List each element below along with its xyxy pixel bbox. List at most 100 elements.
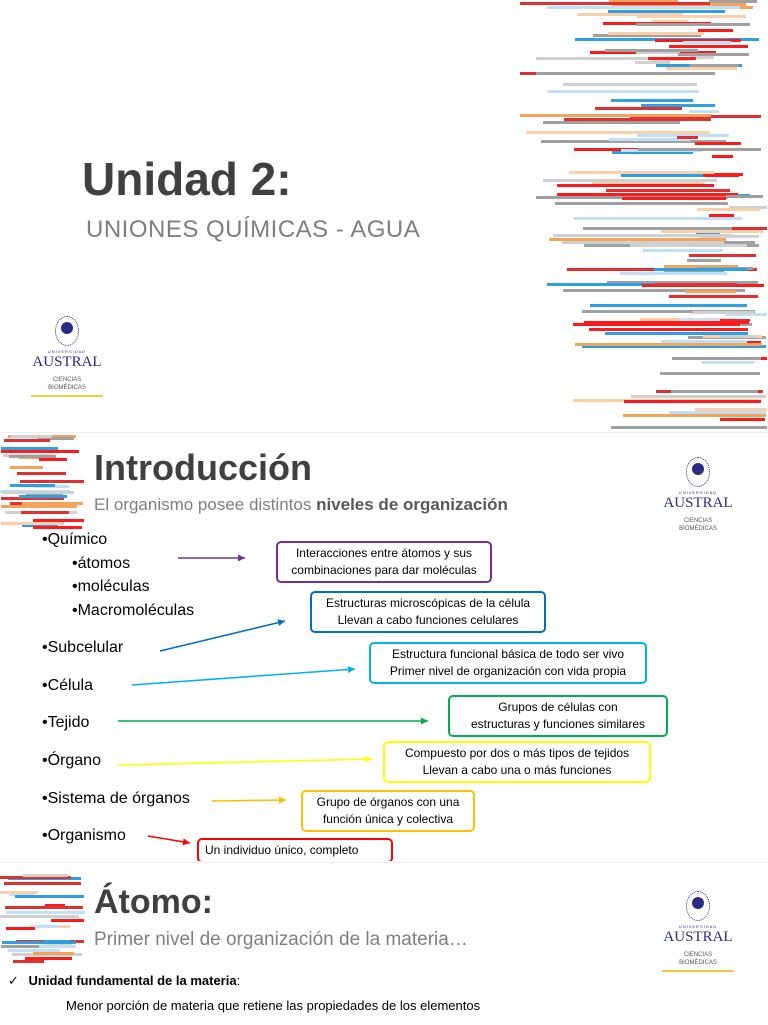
stripe (554, 202, 729, 206)
stripe (0, 945, 75, 949)
stripe (21, 524, 58, 528)
stripe (582, 310, 756, 314)
stripe (572, 322, 740, 326)
box-line: Estructura funcional básica de todo ser … (391, 647, 625, 661)
check-icon: ✓ (8, 973, 19, 988)
stripe (581, 345, 766, 349)
stripe (653, 267, 748, 271)
arrow (131, 668, 356, 686)
stripe (636, 51, 680, 55)
logo-uni: UNIVERSIDAD (678, 490, 718, 495)
logo-dept2: BIOMÉDICAS (48, 385, 86, 391)
slide-3: Átomo: Primer nivel de organización de l… (0, 862, 768, 1025)
stripe (655, 38, 742, 42)
logo-dept2: BIOMÉDICAS (679, 526, 717, 532)
stripe (563, 83, 697, 87)
stripe (32, 952, 74, 956)
definition-box: Estructura funcional básica de todo ser … (369, 642, 647, 684)
stripe (18, 495, 68, 499)
level-item: •Célula (42, 677, 93, 694)
box-line: función única y colectiva (322, 812, 454, 826)
stripe (5, 926, 36, 930)
stripe (708, 213, 734, 217)
stripe (666, 67, 737, 71)
stripe (664, 264, 738, 268)
tree-icon (55, 316, 79, 346)
stripe (557, 193, 738, 197)
stripe (623, 413, 767, 417)
box-line: Interacciones entre átomos y sus (295, 546, 473, 560)
stripe (669, 45, 749, 49)
stripe (725, 194, 764, 198)
stripe (1, 490, 75, 494)
slide-1: Unidad 2: UNIONES QUÍMICAS - AGUA UNIVER… (0, 0, 768, 430)
stripe (8, 454, 56, 458)
arrow (117, 758, 373, 766)
stripe (22, 501, 83, 505)
stripe (39, 457, 68, 461)
stripe (638, 148, 761, 152)
slide-subtitle: Primer nivel de organización de la mater… (94, 929, 468, 950)
stripe (728, 205, 768, 209)
level-item: •Tejido (42, 714, 90, 731)
stripe (672, 356, 761, 360)
stripe (33, 526, 82, 530)
stripe (37, 437, 74, 441)
level-item: •Macromoléculas (72, 602, 195, 619)
logo-uni: UNIVERSIDAD (47, 349, 87, 354)
box-line: Compuesto por dos o más tipos de tejidos (404, 746, 630, 760)
logo-name: AUSTRAL (32, 354, 102, 370)
stripe (543, 120, 681, 124)
stripe (525, 130, 711, 134)
stripe (660, 230, 763, 234)
level-item: •átomos (72, 555, 131, 572)
slide-title: Introducción (94, 447, 312, 488)
stripe (685, 289, 736, 293)
stripe (636, 15, 746, 19)
stripe (16, 471, 66, 475)
slide-title: Átomo: (94, 883, 213, 921)
stripe (4, 906, 84, 910)
stripe (39, 945, 76, 949)
stripe (546, 6, 741, 10)
stripe (630, 395, 766, 399)
stripe (44, 903, 66, 907)
stripe (630, 243, 748, 247)
stripe (621, 197, 727, 201)
decorative-stripes (0, 873, 85, 963)
box-line: Un individuo único, completo (205, 843, 359, 857)
stripe (557, 184, 714, 188)
stripe (690, 63, 739, 67)
arrowhead-icon (421, 717, 428, 725)
logo-dept1: CIENCIAS (683, 518, 713, 524)
box-line: combinaciones para dar moléculas (291, 563, 477, 577)
stripe (605, 331, 749, 335)
stripe (1, 497, 64, 501)
slide-subtitle: UNIONES QUÍMICAS - AGUA (86, 216, 421, 243)
stripe (696, 207, 760, 211)
stripe (619, 272, 727, 276)
arrow (159, 620, 286, 652)
box-line: Grupo de órganos con una (316, 795, 460, 809)
stripe (577, 12, 684, 16)
stripe (621, 173, 704, 177)
stripe (719, 334, 757, 338)
stripe (610, 426, 768, 430)
stripe (20, 510, 70, 514)
level-item: •moléculas (72, 578, 150, 595)
stripe (719, 318, 751, 322)
arrows (117, 554, 428, 846)
definition-box: Interacciones entre átomos y sus combinac… (276, 541, 492, 583)
subtitle-plain: El organismo posee distintos (94, 495, 317, 514)
stripe (640, 104, 715, 108)
bullet-line: ✓ Unidad fundamental de la materia: (8, 973, 240, 989)
stripe (11, 434, 53, 438)
decorative-stripes (520, 0, 768, 430)
stripe (678, 318, 739, 322)
stripe (0, 449, 79, 453)
logo-name: AUSTRAL (663, 929, 733, 945)
stripe (520, 113, 711, 117)
box-line: Llevan a cabo funciones celulares (337, 613, 519, 627)
